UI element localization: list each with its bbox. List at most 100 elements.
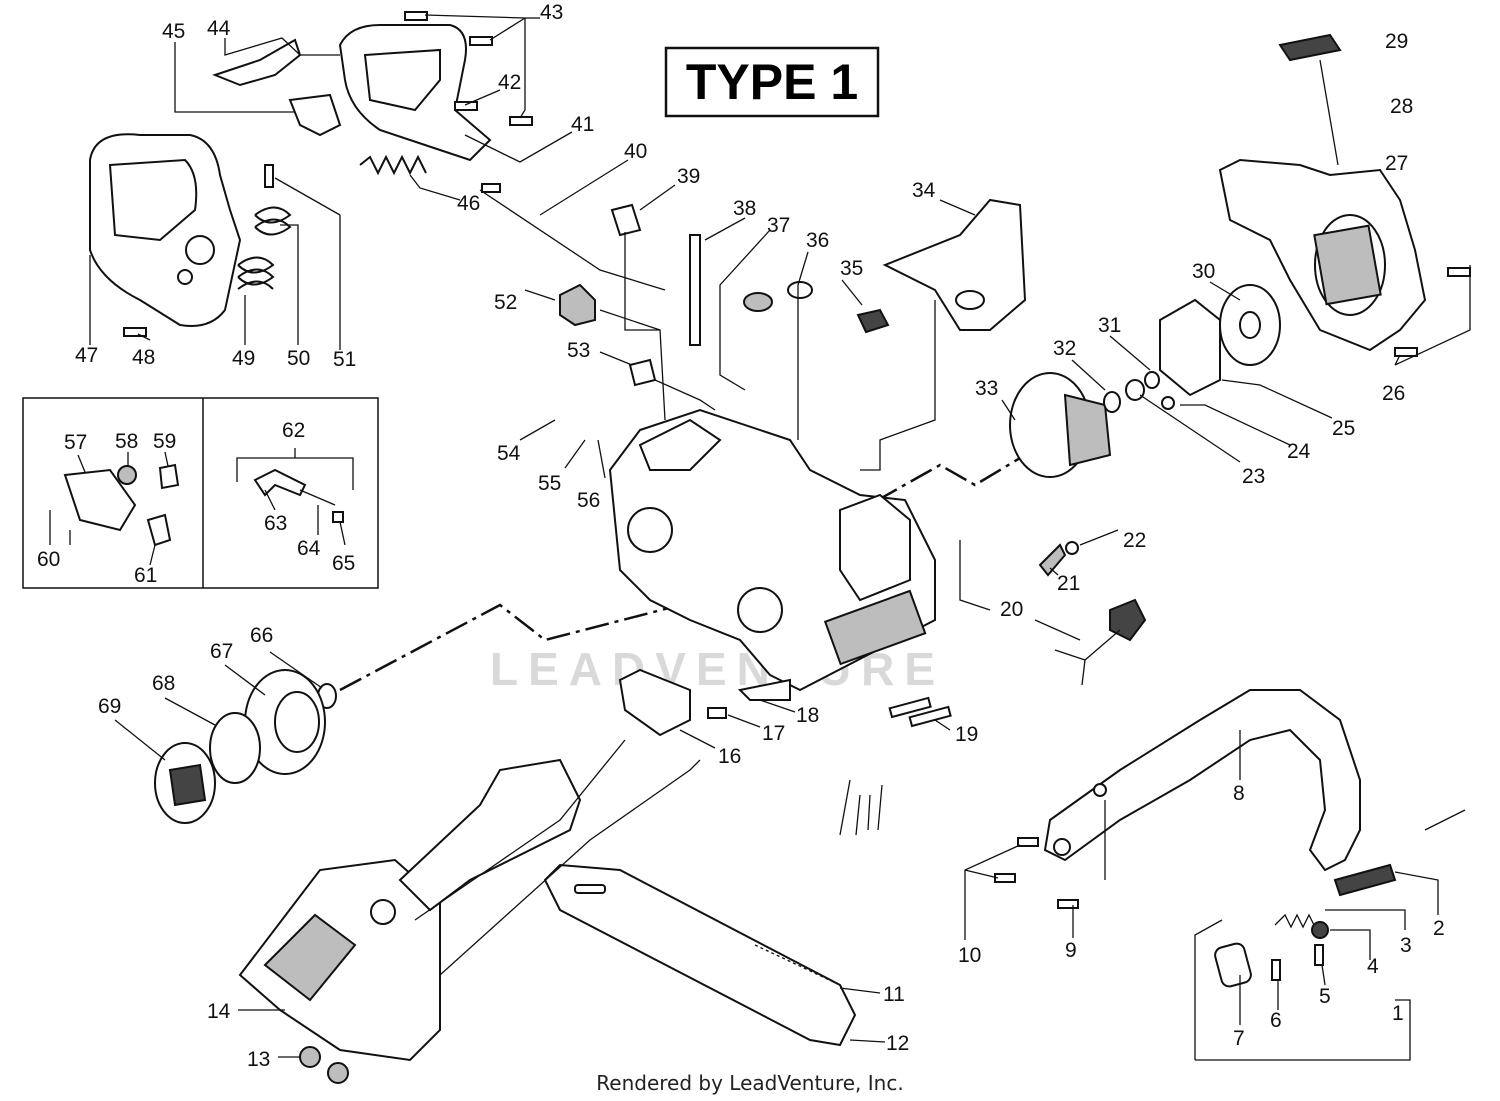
chain-cover-part (238, 758, 582, 1062)
callout-60: 60 (37, 548, 60, 571)
callout-7: 7 (1233, 1027, 1245, 1050)
inset-fuel-line-part (253, 468, 344, 523)
bushings-part (743, 281, 890, 334)
callout-64: 64 (297, 537, 321, 560)
callout-2: 2 (1433, 917, 1445, 940)
callout-58: 58 (115, 430, 138, 453)
diagram-title: TYPE 1 (686, 54, 858, 110)
pin-part (689, 234, 701, 346)
rear-handle-part (89, 133, 242, 327)
title-box: TYPE 1 (664, 46, 880, 118)
callout-labels: 1 2 3 4 5 6 7 8 9 10 11 12 13 14 16 17 1… (37, 1, 1445, 1071)
callout-17: 17 (762, 722, 785, 745)
callout-8: 8 (1233, 782, 1245, 805)
starter-grip-part (1278, 33, 1342, 166)
bar-nuts-part (299, 1046, 349, 1084)
front-handle-hardware-part (994, 837, 1397, 988)
callout-35: 35 (840, 257, 863, 280)
callout-59: 59 (153, 430, 176, 453)
callout-27: 27 (1385, 152, 1408, 175)
springs-part (237, 154, 427, 290)
callout-14: 14 (207, 1000, 231, 1023)
callout-41: 41 (571, 113, 594, 136)
footer-credit: Rendered by LeadVenture, Inc. (596, 1071, 903, 1095)
callout-12: 12 (886, 1032, 909, 1055)
callout-56: 56 (577, 489, 600, 512)
callout-25: 25 (1332, 417, 1355, 440)
callout-65: 65 (332, 552, 355, 575)
guide-bar-part (543, 863, 857, 1047)
callout-67: 67 (210, 640, 233, 663)
callout-39: 39 (677, 165, 700, 188)
flywheel-part (1009, 372, 1112, 478)
callout-44: 44 (207, 17, 231, 40)
handle-cover-part (338, 24, 492, 162)
callout-32: 32 (1053, 337, 1076, 360)
washers-part (317, 371, 1175, 709)
inset-oil-pump-part (63, 463, 180, 547)
throttle-rod-part (479, 183, 666, 291)
spark-plug-part (1038, 541, 1147, 686)
callout-45: 45 (162, 20, 185, 43)
callout-37: 37 (767, 214, 790, 237)
callout-54: 54 (497, 442, 521, 465)
callout-38: 38 (733, 197, 756, 220)
callout-49: 49 (232, 347, 255, 370)
callout-5: 5 (1319, 985, 1331, 1008)
callout-69: 69 (98, 695, 121, 718)
callout-62: 62 (282, 419, 305, 442)
small-clips-part (559, 203, 657, 387)
callout-43: 43 (540, 1, 563, 24)
centerline (339, 453, 1026, 692)
starter-housing-part (1218, 158, 1427, 352)
starter-pulley-part (1159, 284, 1281, 397)
callout-40: 40 (624, 140, 647, 163)
callout-34: 34 (912, 179, 936, 202)
callout-23: 23 (1242, 465, 1265, 488)
callout-33: 33 (975, 377, 998, 400)
callout-28: 28 (1390, 95, 1413, 118)
callout-9: 9 (1065, 939, 1077, 962)
callout-11: 11 (883, 983, 905, 1006)
callout-20: 20 (1000, 598, 1023, 621)
callout-30: 30 (1192, 260, 1215, 283)
callout-48: 48 (132, 346, 155, 369)
callout-21: 21 (1057, 572, 1080, 595)
callout-47: 47 (75, 344, 98, 367)
callout-51: 51 (333, 348, 356, 371)
crankcase-part (608, 408, 936, 692)
callout-31: 31 (1098, 314, 1121, 337)
bolts-part (707, 696, 952, 836)
callout-4: 4 (1367, 955, 1379, 978)
callout-13: 13 (247, 1048, 270, 1071)
callout-3: 3 (1400, 934, 1412, 957)
front-handle-part (1043, 689, 1361, 872)
callout-46: 46 (457, 192, 480, 215)
callout-1: 1 (1392, 1002, 1404, 1025)
callout-66: 66 (250, 624, 273, 647)
callout-24: 24 (1287, 440, 1311, 463)
callout-57: 57 (64, 431, 87, 454)
screws-part (123, 11, 1471, 357)
clutch-part (154, 669, 326, 824)
callout-29: 29 (1385, 30, 1408, 53)
callout-53: 53 (567, 339, 590, 362)
callout-52: 52 (494, 291, 517, 314)
callout-55: 55 (538, 472, 561, 495)
callout-10: 10 (958, 944, 981, 967)
callout-6: 6 (1270, 1009, 1282, 1032)
callout-61: 61 (134, 564, 157, 587)
callout-50: 50 (287, 347, 310, 370)
inset-boxes (22, 397, 379, 589)
callout-68: 68 (152, 672, 175, 695)
callout-36: 36 (806, 229, 829, 252)
callout-26: 26 (1382, 382, 1405, 405)
leader-lines (49, 14, 1471, 1061)
heat-shield-part (882, 198, 1027, 331)
callout-22: 22 (1123, 529, 1146, 552)
callout-18: 18 (796, 704, 819, 727)
callout-42: 42 (498, 71, 521, 94)
bumper-spike-part (618, 668, 791, 737)
callout-19: 19 (955, 723, 978, 746)
